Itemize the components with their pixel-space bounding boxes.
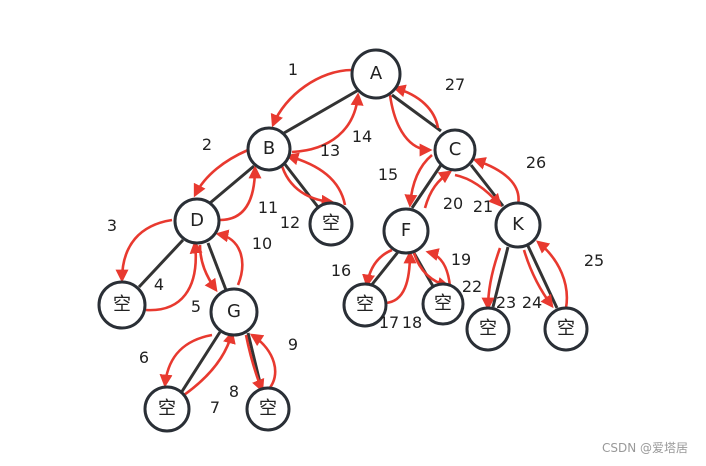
node-D-label: D — [190, 210, 204, 231]
arrow-9 — [249, 333, 277, 391]
arrow-24 — [522, 249, 554, 309]
arrow-18 — [384, 250, 417, 305]
edge-D-G — [206, 242, 228, 291]
arrow-2 — [193, 148, 249, 198]
arrow-14 — [291, 92, 364, 154]
node-empty-3: 空 — [143, 385, 191, 433]
edge-F-E5 — [368, 251, 400, 288]
arrow-21 — [423, 170, 453, 209]
arrow-10 — [215, 229, 244, 286]
step-label-9: 9 — [288, 335, 298, 354]
node-empty-2: 空 — [97, 280, 147, 330]
step-label-20: 20 — [443, 194, 463, 213]
node-empty-7: 空 — [465, 306, 511, 352]
step-label-14: 14 — [352, 127, 372, 146]
arrow-6 — [159, 333, 213, 388]
node-F: F — [382, 207, 430, 255]
step-label-11: 11 — [258, 198, 278, 217]
step-label-24: 24 — [522, 293, 542, 312]
node-D: D — [173, 197, 221, 245]
step-label-5: 5 — [191, 297, 201, 316]
node-C-label: C — [449, 139, 462, 160]
arrow-26 — [472, 157, 520, 206]
arrow-13 — [285, 152, 347, 206]
step-labels: 1 2 3 4 5 6 7 8 9 10 11 12 13 14 15 16 1… — [107, 60, 604, 417]
step-label-8: 8 — [229, 382, 239, 401]
node-G: G — [209, 287, 259, 337]
arrow-20 — [425, 248, 452, 288]
arrow-3 — [115, 218, 173, 283]
edge-D-E2 — [137, 238, 185, 289]
arrow-1 — [270, 68, 353, 128]
arrow-5 — [198, 244, 218, 293]
arrow-8 — [244, 334, 265, 393]
node-empty-6: 空 — [421, 282, 465, 326]
node-C: C — [433, 128, 477, 172]
node-G-label: G — [227, 301, 241, 322]
node-empty-5: 空 — [342, 282, 388, 328]
step-label-3: 3 — [107, 216, 117, 235]
step-label-4: 4 — [154, 275, 164, 294]
node-F-label: F — [401, 220, 411, 241]
edge-A-C — [391, 93, 442, 133]
edge-A-B — [283, 86, 363, 135]
step-label-15: 15 — [378, 165, 398, 184]
node-empty-7-label: 空 — [479, 318, 497, 339]
step-label-17: 17 — [379, 313, 399, 332]
step-label-23: 23 — [496, 293, 516, 312]
node-empty-1-label: 空 — [322, 213, 340, 234]
node-B-label: B — [263, 138, 275, 159]
node-empty-1: 空 — [308, 201, 354, 247]
arrow-25 — [535, 240, 569, 309]
edge-K-E7 — [491, 246, 510, 308]
arrow-12 — [278, 157, 335, 208]
step-label-19: 19 — [451, 250, 471, 269]
node-K: K — [494, 201, 542, 249]
step-label-21: 21 — [473, 197, 493, 216]
node-empty-4: 空 — [245, 386, 291, 432]
step-label-13: 13 — [320, 141, 340, 160]
node-B: B — [246, 126, 292, 172]
step-label-2: 2 — [202, 135, 212, 154]
node-empty-8-label: 空 — [557, 318, 575, 339]
edge-B-D — [209, 164, 255, 205]
arrow-16 — [404, 154, 433, 208]
edge-G-E3 — [179, 331, 222, 394]
step-label-18: 18 — [402, 313, 422, 332]
tree-nodes: A B C D 空 F K 空 G 空 空 空 空 空 空 — [97, 48, 589, 433]
arrow-11 — [219, 165, 262, 222]
arrow-17 — [362, 248, 393, 288]
step-label-25: 25 — [584, 251, 604, 270]
step-label-1: 1 — [288, 60, 298, 79]
arrow-22 — [454, 173, 502, 207]
node-empty-6-label: 空 — [434, 293, 452, 314]
arrow-15 — [388, 94, 433, 157]
node-empty-5-label: 空 — [356, 294, 374, 315]
node-empty-3-label: 空 — [158, 398, 176, 419]
node-empty-2-label: 空 — [113, 294, 131, 315]
step-label-16: 16 — [331, 261, 351, 280]
step-label-27: 27 — [445, 75, 465, 94]
step-label-7: 7 — [210, 398, 220, 417]
edge-B-E1 — [282, 162, 320, 208]
arrow-27 — [392, 84, 440, 129]
step-label-26: 26 — [526, 153, 546, 172]
step-label-6: 6 — [139, 348, 149, 367]
node-empty-4-label: 空 — [259, 398, 277, 419]
step-label-12: 12 — [280, 213, 300, 232]
node-A: A — [350, 48, 402, 100]
node-A-label: A — [370, 63, 383, 84]
step-label-10: 10 — [252, 234, 272, 253]
arrow-7 — [183, 330, 236, 397]
watermark: CSDN @爱塔居 — [601, 441, 688, 455]
arrow-4 — [145, 240, 203, 312]
traversal-arrows — [115, 68, 569, 397]
arrow-23 — [481, 247, 502, 311]
node-empty-8: 空 — [543, 306, 589, 352]
node-K-label: K — [512, 214, 525, 235]
step-label-22: 22 — [462, 277, 482, 296]
